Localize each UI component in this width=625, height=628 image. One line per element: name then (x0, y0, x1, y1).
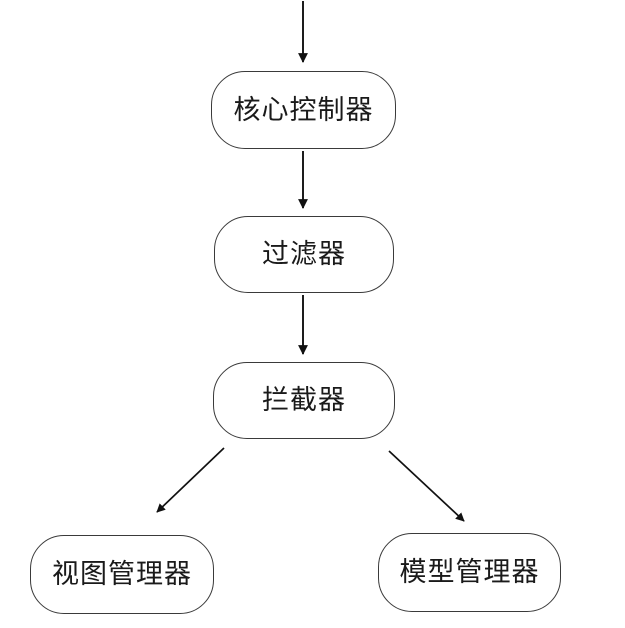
node-label-model-manager: 模型管理器 (399, 557, 540, 588)
node-label-view-manager: 视图管理器 (52, 559, 192, 590)
node-label-interceptor: 拦截器 (262, 385, 346, 416)
node-interceptor[interactable]: 拦截器 (213, 362, 395, 439)
node-filter[interactable]: 过滤器 (214, 216, 394, 293)
node-label-core-controller: 核心控制器 (233, 94, 374, 126)
node-model-manager[interactable]: 模型管理器 (378, 533, 561, 612)
edge-interceptor-to-view-manager (156, 447, 225, 513)
edge-interceptor-to-model-manager (388, 450, 465, 522)
node-view-manager[interactable]: 视图管理器 (30, 535, 214, 614)
node-label-filter: 过滤器 (262, 239, 346, 270)
node-core-controller[interactable]: 核心控制器 (211, 71, 396, 149)
